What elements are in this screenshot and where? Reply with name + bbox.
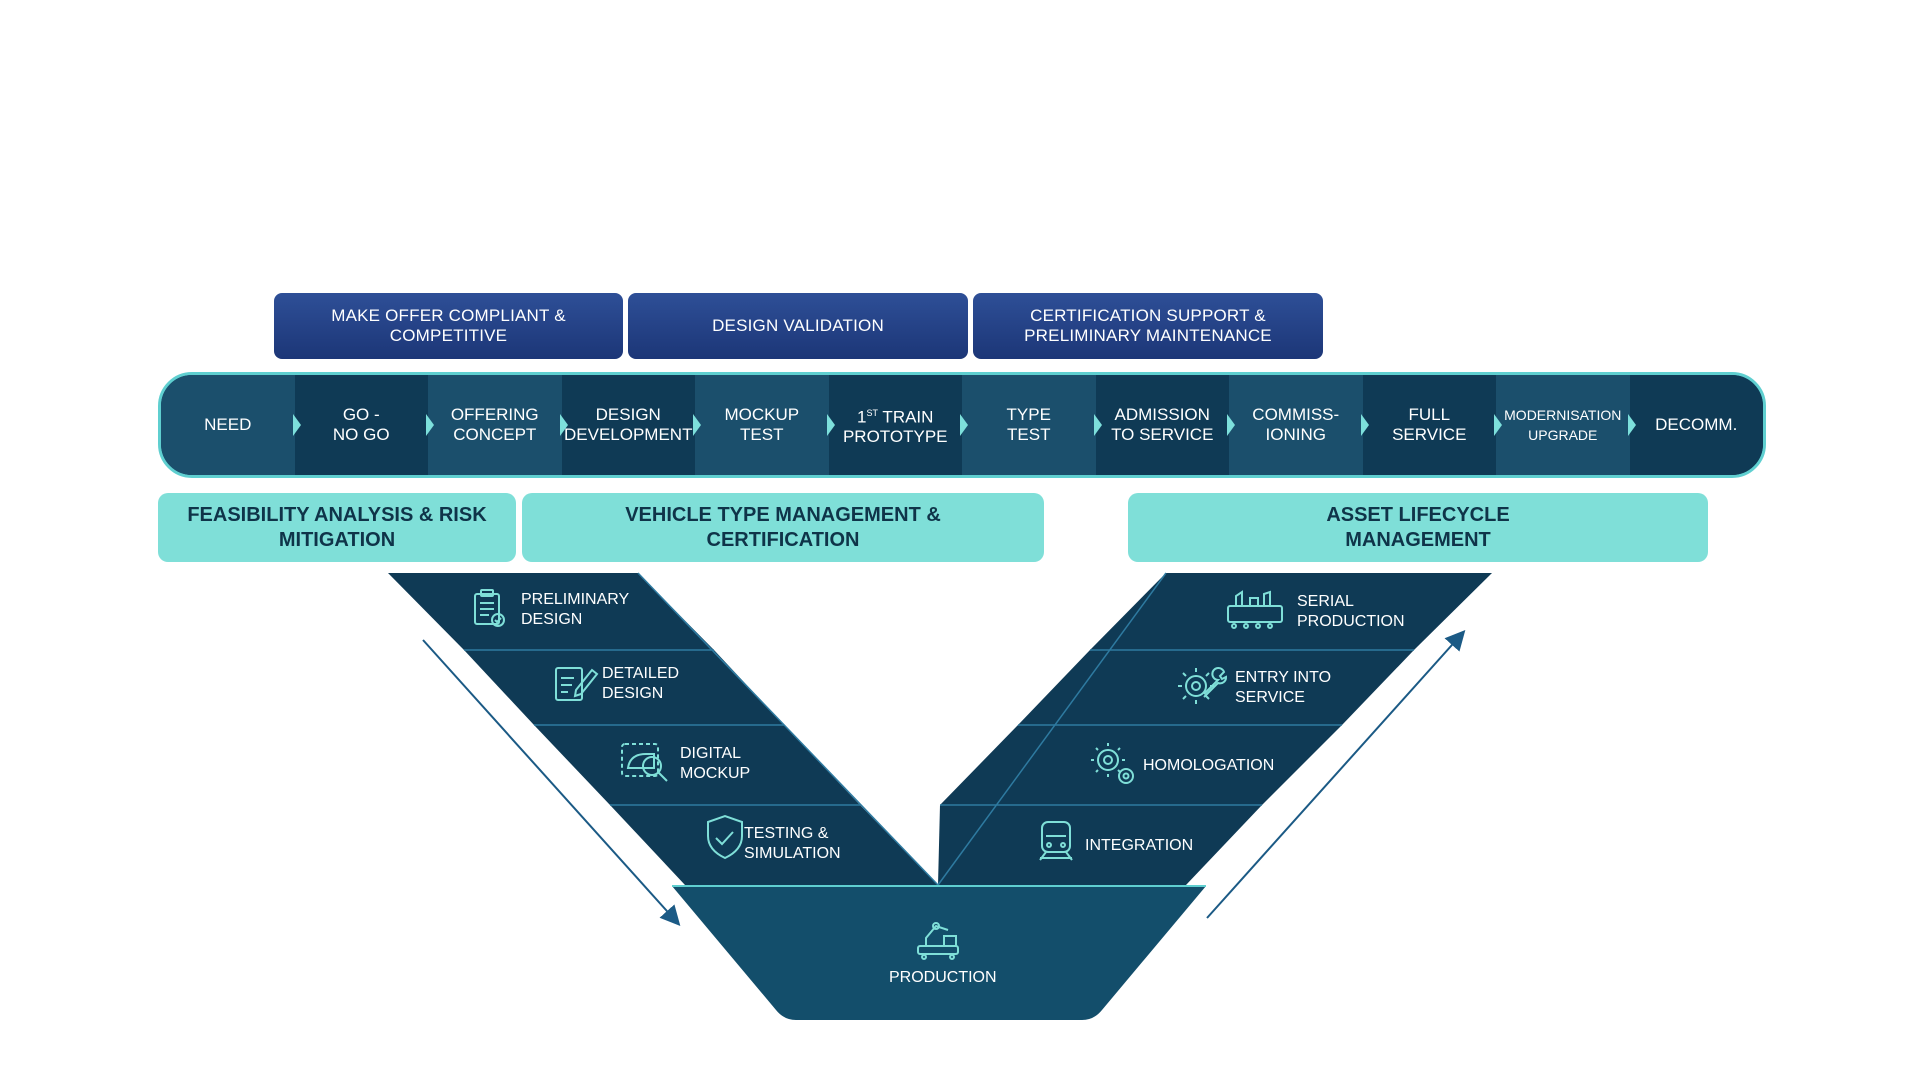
right-band-serial-production — [1090, 573, 1492, 650]
step-production: PRODUCTION — [889, 969, 997, 986]
step-homologation: HOMOLOGATION — [1143, 757, 1275, 774]
banner-design-validation: DESIGN VALIDATION — [628, 293, 968, 359]
chevron-right-icon — [1627, 414, 1636, 436]
phase-commissioning: COMMISS- IONING — [1229, 375, 1369, 475]
train-front-icon — [1039, 821, 1073, 861]
chevron-right-icon — [1227, 414, 1235, 436]
banner-offer: MAKE OFFER COMPLIANT & COMPETITIVE — [274, 293, 623, 359]
phase-go-no-go: GO - NO GO — [294, 375, 434, 475]
phase-label: MODERNISATION UPGRADE — [1504, 407, 1622, 443]
banner-offer-label: MAKE OFFER COMPLIANT & COMPETITIVE — [331, 306, 566, 345]
left-band-preliminary-design — [388, 573, 714, 650]
banner-certification-label: CERTIFICATION SUPPORT & PRELIMINARY MAIN… — [1024, 306, 1272, 345]
category-asset-lifecycle-label: ASSET LIFECYCLE MANAGEMENT — [1326, 503, 1510, 551]
right-band-homologation — [940, 725, 1342, 805]
flow-arrow-up — [1206, 630, 1466, 919]
phase-label: MOCKUP TEST — [724, 405, 800, 444]
phase-decommissioning: DECOMM. — [1629, 375, 1763, 475]
category-asset-lifecycle: ASSET LIFECYCLE MANAGEMENT — [1128, 493, 1708, 562]
step-detailed-design: DETAILED DESIGN — [602, 665, 680, 702]
phase-label: DECOMM. — [1655, 415, 1738, 434]
phase-label: NEED — [204, 415, 252, 434]
phase-first-train-prototype: 1ST TRAIN PROTOTYPE — [828, 375, 968, 475]
left-band-detailed-design — [464, 650, 784, 725]
phase-type-test: TYPE TEST — [962, 375, 1102, 475]
phase-label: 1ST TRAIN PROTOTYPE — [843, 403, 948, 448]
shield-check-icon — [707, 814, 743, 860]
train-inspect-icon — [621, 743, 668, 782]
phase-admission-to-service: ADMISSION TO SERVICE — [1095, 375, 1235, 475]
chevron-right-icon — [693, 414, 701, 436]
factory-line-icon — [1227, 590, 1283, 629]
flow-arrow-down — [422, 639, 681, 926]
phase-label: GO - NO GO — [332, 405, 390, 444]
category-feasibility-label: FEASIBILITY ANALYSIS & RISK MITIGATION — [187, 503, 487, 551]
category-feasibility: FEASIBILITY ANALYSIS & RISK MITIGATION — [158, 493, 516, 562]
chevron-right-icon — [292, 414, 301, 436]
banner-certification: CERTIFICATION SUPPORT & PRELIMINARY MAIN… — [973, 293, 1323, 359]
phase-full-service: FULL SERVICE — [1362, 375, 1502, 475]
step-integration: INTEGRATION — [1085, 837, 1194, 854]
right-band-integration — [938, 805, 1262, 885]
step-entry-into-service: ENTRY INTO SERVICE — [1235, 669, 1332, 706]
category-vehicle-type: VEHICLE TYPE MANAGEMENT & CERTIFICATION — [522, 493, 1044, 562]
clipboard-check-icon — [474, 589, 505, 627]
chevron-right-icon — [426, 414, 434, 436]
step-digital-mockup: DIGITAL MOCKUP — [680, 745, 751, 782]
right-band-entry-into-service — [1018, 650, 1414, 725]
chevron-right-icon — [1494, 414, 1502, 436]
step-preliminary-design: PRELIMINARY DESIGN — [521, 591, 630, 628]
step-serial-production: SERIAL PRODUCTION — [1297, 593, 1405, 630]
gear-wrench-icon — [1178, 667, 1227, 704]
phase-label: DESIGN DEVELOPMENT — [564, 405, 693, 444]
phase-need: NEED — [161, 375, 301, 475]
chevron-right-icon — [826, 414, 835, 436]
step-testing-simulation: TESTING & SIMULATION — [744, 825, 841, 862]
chevron-right-icon — [1093, 414, 1102, 436]
phase-label: FULL SERVICE — [1392, 405, 1467, 444]
left-band-testing-simulation — [610, 805, 938, 885]
document-edit-icon — [555, 667, 599, 701]
phase-label-rest: TRAIN PROTOTYPE — [842, 407, 948, 447]
left-band-digital-mockup — [534, 725, 860, 805]
chevron-right-icon — [1360, 414, 1369, 436]
category-vehicle-type-label: VEHICLE TYPE MANAGEMENT & CERTIFICATION — [625, 503, 941, 551]
chevron-right-icon — [559, 414, 568, 436]
banner-design-validation-label: DESIGN VALIDATION — [712, 316, 884, 335]
phase-label: COMMISS- IONING — [1252, 405, 1340, 444]
phase-design-development: DESIGN DEVELOPMENT — [561, 375, 701, 475]
phase-label-sup: ST — [866, 407, 879, 418]
phase-label: ADMISSION TO SERVICE — [1111, 405, 1214, 444]
phase-label: OFFERING CONCEPT — [450, 405, 539, 444]
phase-bar: NEED GO - NO GO OFFERING CONCEPT DESIGN … — [158, 372, 1766, 478]
robot-arm-icon — [917, 922, 959, 960]
phase-mockup-test: MOCKUP TEST — [695, 375, 835, 475]
phase-modernisation-upgrade: MODERNISATION UPGRADE — [1496, 375, 1636, 475]
phase-label: TYPE TEST — [1006, 405, 1051, 444]
phase-offering-concept: OFFERING CONCEPT — [428, 375, 568, 475]
chevron-right-icon — [960, 414, 968, 436]
phase-label-number: 1 — [857, 407, 867, 427]
gears-icon — [1091, 743, 1134, 784]
